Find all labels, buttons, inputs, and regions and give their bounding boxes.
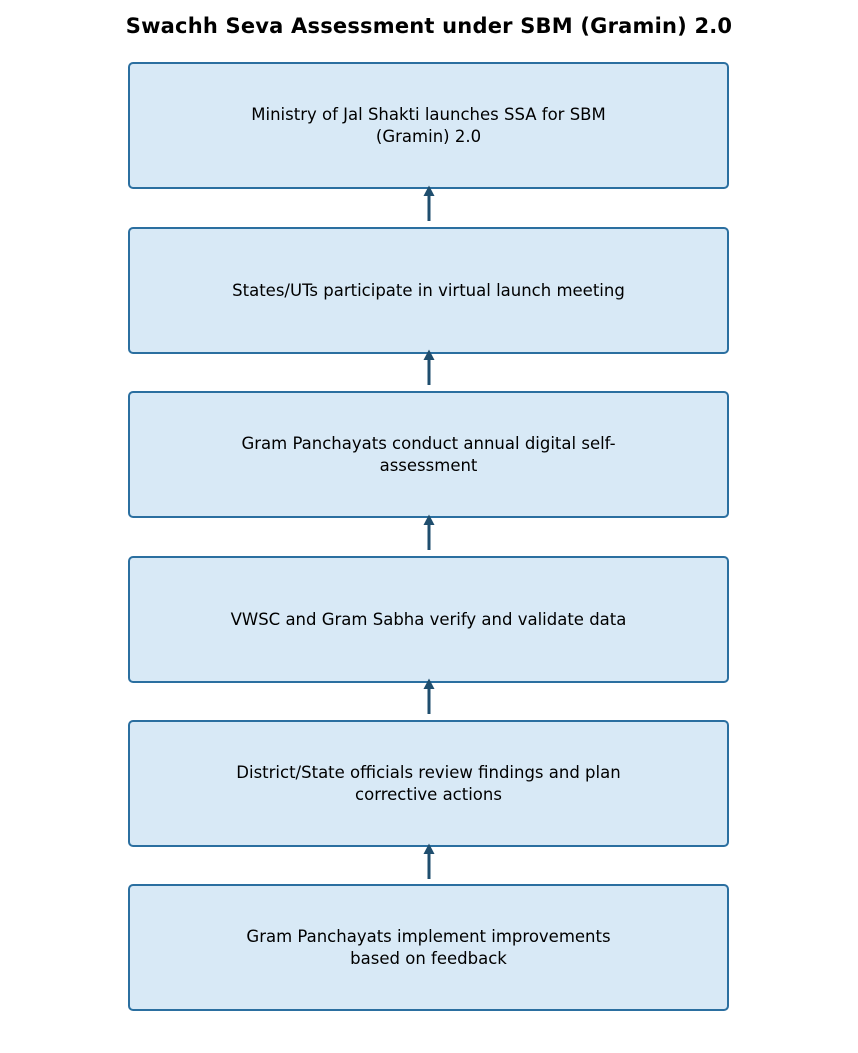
step-box-4: VWSC and Gram Sabha verify and validate … [128, 556, 729, 683]
arrow-6-to-5 [423, 843, 435, 879]
arrow-4-to-3 [423, 514, 435, 550]
step-text: Gram Panchayats conduct annual digital s… [241, 433, 616, 475]
step-text: States/UTs participate in virtual launch… [232, 280, 625, 300]
step-box-2: States/UTs participate in virtual launch… [128, 227, 729, 354]
step-box-3: Gram Panchayats conduct annual digital s… [128, 391, 729, 518]
step-text: VWSC and Gram Sabha verify and validate … [230, 609, 627, 629]
step-box-5: District/State officials review findings… [128, 720, 729, 847]
step-text: District/State officials review findings… [236, 762, 621, 804]
arrow-2-to-1 [423, 185, 435, 221]
arrow-5-to-4 [423, 678, 435, 714]
step-box-6: Gram Panchayats implement improvements b… [128, 884, 729, 1011]
step-text: Ministry of Jal Shakti launches SSA for … [251, 104, 606, 146]
step-box-1: Ministry of Jal Shakti launches SSA for … [128, 62, 729, 189]
step-text: Gram Panchayats implement improvements b… [246, 926, 611, 968]
diagram-title: Swachh Seva Assessment under SBM (Gramin… [125, 14, 733, 38]
arrow-3-to-2 [423, 349, 435, 385]
